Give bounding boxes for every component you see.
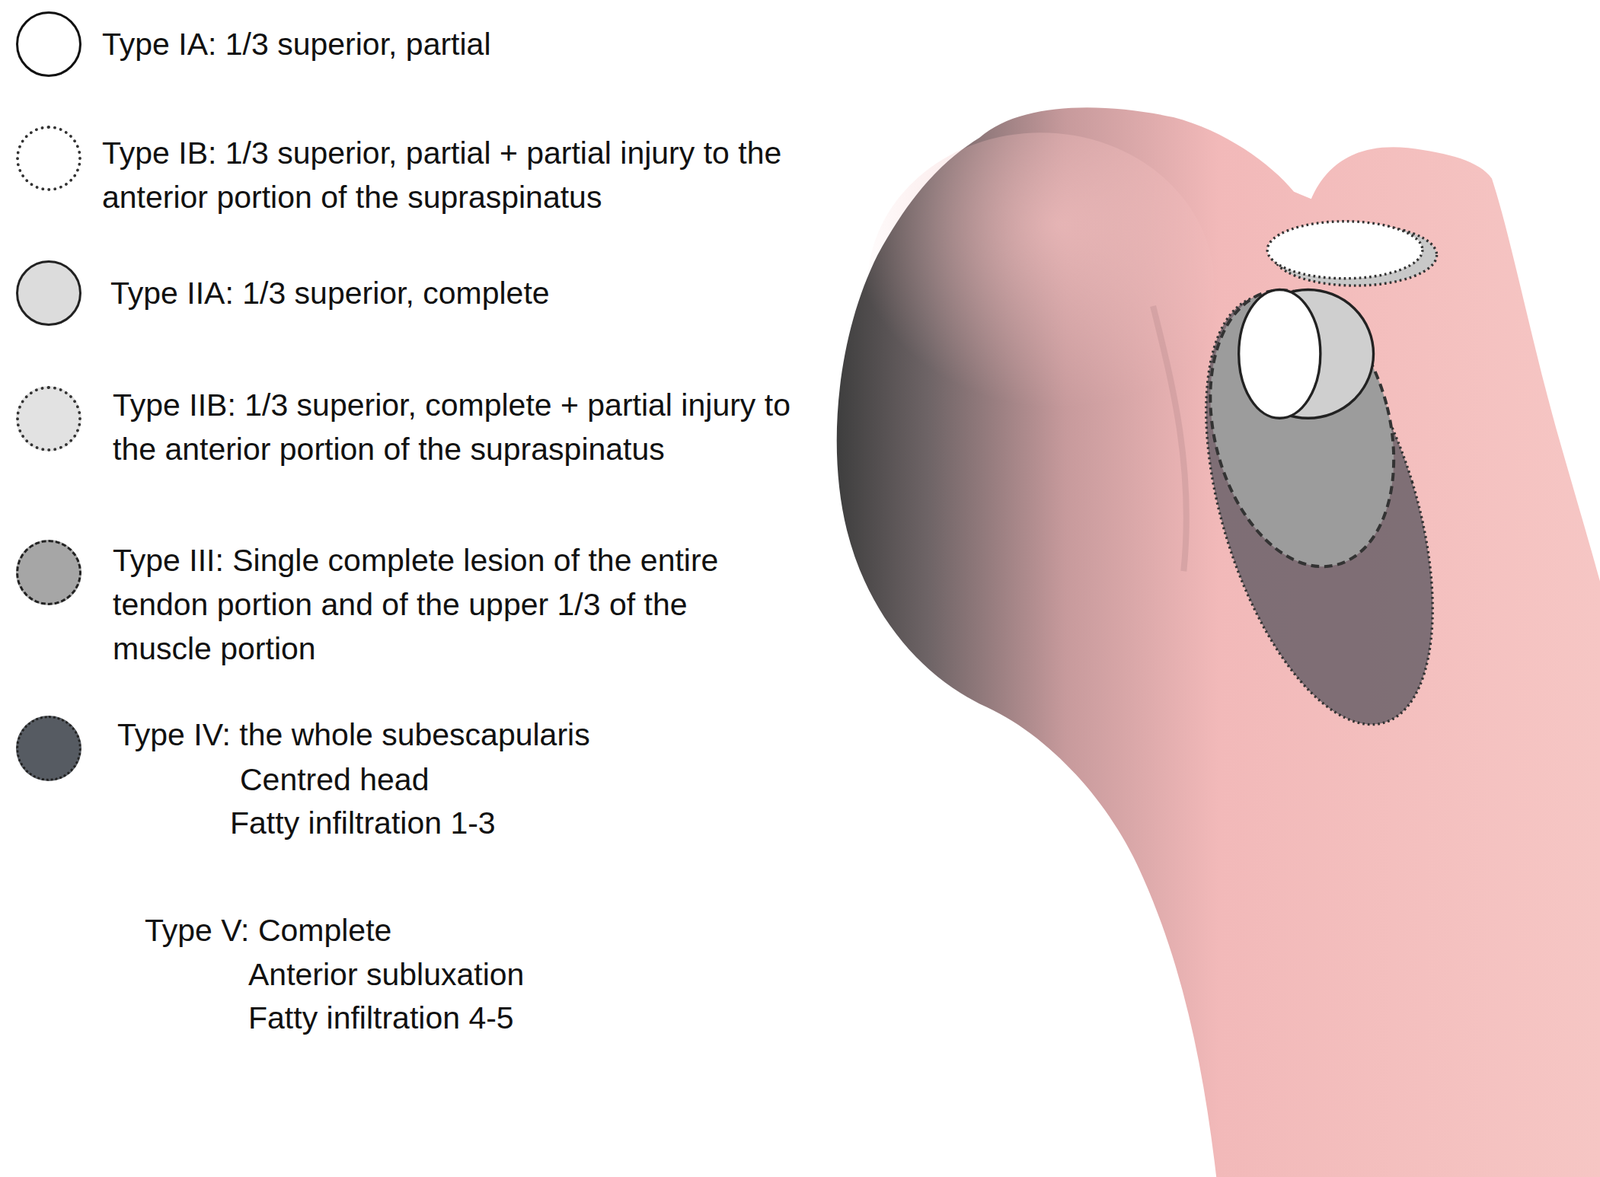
legend-text: Type III: Single complete lesion of the …	[112, 538, 761, 671]
legend-text: Type IIB: 1/3 superior, complete + parti…	[112, 383, 799, 472]
legend-swatch	[15, 11, 82, 77]
legend-text: Type IV: the whole subescapularis	[117, 712, 803, 757]
note-label: Anterior subluxation	[248, 952, 524, 997]
legend-text: Type IIA: 1/3 superior, complete	[110, 271, 796, 316]
legend-swatch	[15, 260, 82, 326]
legend-swatch	[15, 715, 82, 782]
legend-swatch	[15, 539, 82, 606]
legend-text: Type IB: 1/3 superior, partial + partial…	[102, 130, 872, 220]
note-label: Fatty infiltration 1-3	[229, 801, 496, 846]
note-label: Type V: Complete	[144, 908, 392, 953]
humerus-outline	[836, 107, 1600, 1177]
note-label: Centred head	[239, 757, 429, 802]
note-label: Fatty infiltration 4-5	[248, 996, 515, 1041]
legend-swatch	[15, 386, 82, 452]
legend-text: Type IA: 1/3 superior, partial	[102, 22, 788, 67]
legend-swatch	[15, 125, 82, 192]
